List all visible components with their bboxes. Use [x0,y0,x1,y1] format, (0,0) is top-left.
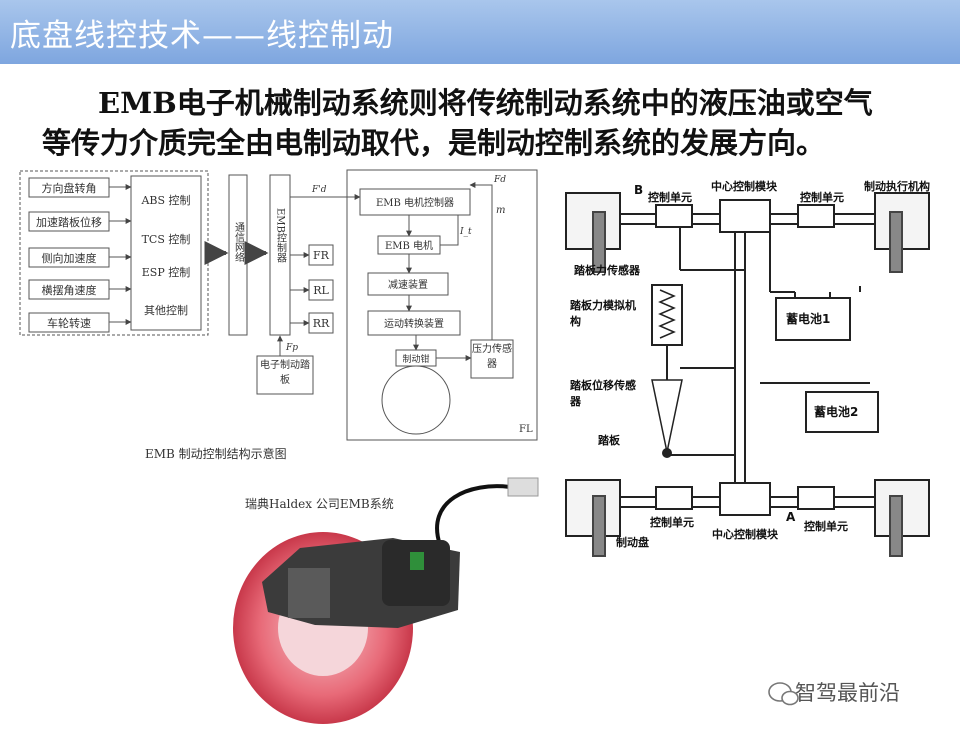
connector-plug [507,477,539,497]
battery-1 [775,297,851,341]
input-label-1: 方向盘转角 [42,181,97,195]
converter-box [367,310,461,336]
wheel-top-right-disc [889,211,903,273]
emb-caption: EMB 制动控制结构示意图 [145,446,287,461]
top-central-module-label: 中心控制模块 [711,179,778,193]
spring-icon [658,289,676,339]
bottom-central-module [719,482,771,516]
slide-title: 底盘线控技术——线控制动 [10,18,394,54]
cable-line [435,484,511,546]
wheel-rl-label: RL [313,284,329,297]
label-b: B [634,183,643,197]
bottom-control-unit-left [655,486,693,510]
emb-controller-label: EMB控制器 [275,208,287,264]
input-label-2: 加速踏板位移 [36,215,102,229]
title-bar: 底盘线控技术——线控制动 [0,0,960,64]
wheel-bottom-left-disc [592,495,606,557]
intro-line-1: EMB电子机械制动系统则将传统制动系统中的液压油或空气 [98,86,873,120]
pedal-label-wrap: 电子制动踏板 [260,360,310,386]
pressure-sensor-label: 压力传感器 [472,344,512,370]
brake-by-wire-system-diagram [565,192,930,557]
watermark-text: 智驾最前沿 [795,681,900,705]
fd-prime-label: F'd [311,185,327,195]
bottom-control-unit-right [797,486,835,510]
bottom-control-unit-left-label: 控制单元 [650,515,694,529]
battery-1-label: 蓄电池1 [786,311,830,326]
control-column [130,175,202,331]
pedal-simulator-label: 踏板力模拟机构 [570,299,636,328]
wheel-bottom-right-disc [889,495,903,557]
wheel-fr-label: FR [313,249,330,262]
top-control-unit-left [655,204,693,228]
brake-disc-circle [381,365,451,435]
converter-label: 运动转换装置 [384,317,444,330]
network-label: 通信网络 [233,222,245,263]
top-central-module [719,199,771,233]
brake-disc-label: 制动盘 [616,535,649,549]
pedal-label: 电子制动踏板 [260,360,310,386]
pedal-pivot [662,448,672,458]
top-control-unit-right-label: 控制单元 [800,190,844,204]
input-label-5: 车轮转速 [47,316,91,330]
motor-housing [382,540,450,606]
fd-label: Fd [493,175,506,185]
m-label: m [496,205,505,216]
wheel-top-left-disc [592,211,606,273]
control-label-abs: ABS 控制 [140,193,190,207]
emb-diagram-labels: 方向盘转角 加速踏板位移 侧向加速度 横摆角速度 车轮转速 ABS 控制 TCS… [36,175,533,461]
pedal-label-right: 踏板 [598,433,621,447]
haldex-caption: 瑞典Haldex 公司EMB系统 [245,497,394,511]
motor-controller-box [359,188,471,216]
pressure-label-wrap: 压力传感器 [472,344,512,370]
pedal-simulator-label-wrap: 踏板力模拟机构 [570,299,636,328]
top-control-unit-left-label: 控制单元 [648,190,692,204]
green-indicator [410,552,424,570]
input-label-3: 侧向加速度 [42,251,97,265]
label-a: A [786,510,796,524]
system-diagram-labels: 控制单元 中心控制模块 控制单元 制动执行机构 B 踏板力传感器 踏板力模拟机构… [570,179,930,549]
caliper-label: 制动钳 [402,353,429,365]
pedal-simulator-body [651,284,683,346]
pedal-force-sensor-label: 踏板力传感器 [574,263,641,277]
pedal-position-sensor-label: 踏板位移传感器 [570,379,636,408]
fl-label: FL [519,424,533,435]
actuator-label: 制动执行机构 [864,179,930,193]
wechat-icon [768,682,799,706]
wheel-rr-label: RR [313,317,330,330]
intro-line-2: 等传力介质完全由电制动取代，是制动控制系统的发展方向。 [42,126,826,160]
control-label-tcs: TCS 控制 [142,232,191,246]
control-label-other: 其他控制 [144,303,188,317]
fl-frame [346,169,538,441]
pedal-position-sensor-cone [651,379,683,453]
motor-label: EMB 电机 [385,239,433,252]
emb-structure-diagram [19,169,538,441]
top-control-unit-right [797,204,835,228]
input-label-4: 横摆角速度 [42,283,97,297]
reducer-label: 减速装置 [388,278,428,291]
battery-2 [805,391,879,433]
pedal-position-label-wrap: 踏板位移传感器 [570,379,636,408]
haldex-emb-illustration: 瑞典Haldex 公司EMB系统 [233,477,539,724]
pedal-box [256,355,314,395]
caliper-arm [288,568,330,618]
fp-label: Fp [285,343,298,353]
battery-2-label: 蓄电池2 [814,404,858,419]
control-label-esp: ESP 控制 [142,265,190,279]
i-label: I_t [459,227,472,237]
motor-controller-label: EMB 电机控制器 [376,196,454,209]
bottom-control-unit-right-label: 控制单元 [804,519,848,533]
bottom-central-module-label: 中心控制模块 [712,527,779,541]
